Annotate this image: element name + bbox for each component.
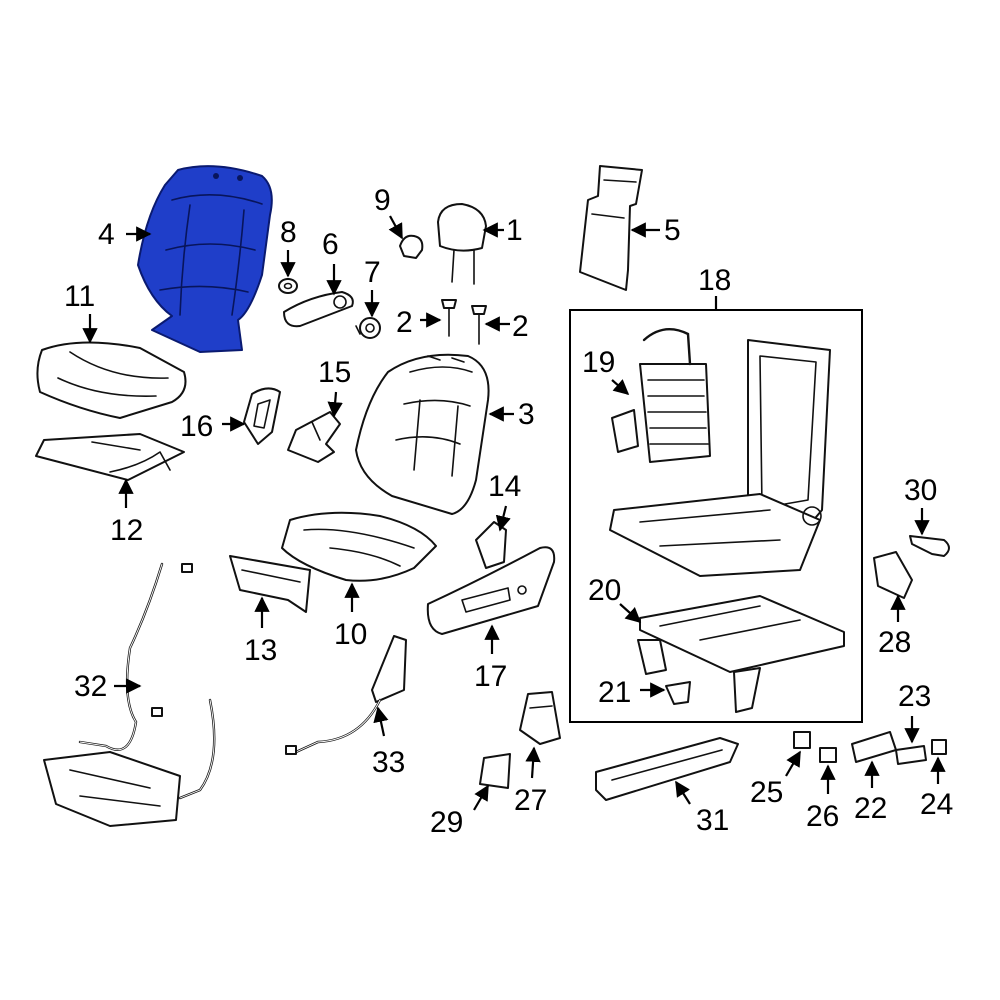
- part-24-knob[interactable]: [931, 739, 947, 755]
- part-14-bracket[interactable]: [475, 521, 507, 569]
- part-21-clip[interactable]: [665, 681, 691, 705]
- part-27-switch-bracket[interactable]: [519, 691, 561, 745]
- callout-10[interactable]: 10: [334, 618, 367, 651]
- callout-30[interactable]: 30: [904, 474, 937, 507]
- callout-2b[interactable]: 2: [512, 310, 529, 343]
- part-15-bracket[interactable]: [287, 411, 341, 463]
- part-2-bolt-a[interactable]: [441, 299, 457, 337]
- part-5-back-panel[interactable]: [579, 165, 643, 291]
- callout-11[interactable]: 11: [64, 280, 95, 313]
- part-29-cover[interactable]: [479, 753, 511, 789]
- part-19-lumbar[interactable]: [611, 328, 711, 463]
- callout-8[interactable]: 8: [280, 216, 297, 249]
- part-16-trim[interactable]: [243, 387, 281, 445]
- callout-23[interactable]: 23: [898, 680, 931, 713]
- part-28-bracket[interactable]: [873, 551, 913, 599]
- part-6-recliner-cover[interactable]: [283, 291, 354, 328]
- part-26-clip[interactable]: [819, 747, 837, 763]
- part-10-seat-cushion[interactable]: [281, 511, 437, 582]
- callout-21[interactable]: 21: [598, 676, 631, 709]
- callout-18[interactable]: 18: [698, 264, 731, 297]
- callout-9[interactable]: 9: [374, 184, 391, 217]
- callout-12[interactable]: 12: [110, 514, 143, 547]
- callout-20[interactable]: 20: [588, 574, 621, 607]
- callout-5[interactable]: 5: [664, 214, 681, 247]
- part-25-clip[interactable]: [793, 731, 811, 749]
- part-7-knob[interactable]: [355, 317, 381, 339]
- callout-32[interactable]: 32: [74, 670, 107, 703]
- callout-7[interactable]: 7: [364, 256, 381, 289]
- callout-14[interactable]: 14: [488, 470, 521, 503]
- part-20-seat-rail[interactable]: [637, 595, 845, 713]
- callout-15[interactable]: 15: [318, 356, 351, 389]
- callout-2a[interactable]: 2: [396, 306, 413, 339]
- part-22-switch[interactable]: [851, 731, 897, 763]
- callout-31[interactable]: 31: [696, 804, 729, 837]
- callout-22[interactable]: 22: [854, 792, 887, 825]
- callout-25[interactable]: 25: [750, 776, 783, 809]
- part-33-side-airbag[interactable]: [285, 635, 407, 755]
- callout-labels: 1 2 2 3 4 5 6 7 8 9 10 11 12 13 14 15 16…: [64, 184, 953, 839]
- part-1-headrest[interactable]: [437, 203, 487, 285]
- part-8-washer[interactable]: [278, 278, 298, 294]
- part-30-handle[interactable]: [909, 535, 950, 557]
- leader-lines: [82, 215, 946, 811]
- callout-28[interactable]: 28: [878, 626, 911, 659]
- callout-26[interactable]: 26: [806, 800, 839, 833]
- callout-1[interactable]: 1: [506, 214, 523, 247]
- part-2-bolt-b[interactable]: [471, 305, 487, 345]
- callout-27[interactable]: 27: [514, 784, 547, 817]
- part-9-headrest-guide[interactable]: [399, 234, 424, 259]
- part-18-seat-frame[interactable]: [609, 339, 831, 577]
- part-11-cushion-pad[interactable]: [36, 341, 187, 419]
- callout-24[interactable]: 24: [920, 788, 953, 821]
- callout-6[interactable]: 6: [322, 228, 339, 261]
- part-31-rail-cover[interactable]: [595, 737, 739, 801]
- part-13-side-trim[interactable]: [229, 555, 311, 613]
- part-4-seat-back-cover[interactable]: [137, 165, 273, 353]
- callout-13[interactable]: 13: [244, 634, 277, 667]
- callout-16[interactable]: 16: [180, 410, 213, 443]
- callout-17[interactable]: 17: [474, 660, 507, 693]
- part-17-side-shield[interactable]: [426, 546, 556, 635]
- callout-29[interactable]: 29: [430, 806, 463, 839]
- part-23-knob[interactable]: [895, 745, 927, 765]
- part-32-wire-harness[interactable]: [43, 562, 216, 827]
- callout-33[interactable]: 33: [372, 746, 405, 779]
- callout-19[interactable]: 19: [582, 346, 615, 379]
- callout-3[interactable]: 3: [518, 398, 535, 431]
- callout-4[interactable]: 4: [98, 218, 115, 251]
- part-12-cushion-mat[interactable]: [35, 433, 185, 481]
- part-3-seat-back-pad[interactable]: [355, 353, 490, 515]
